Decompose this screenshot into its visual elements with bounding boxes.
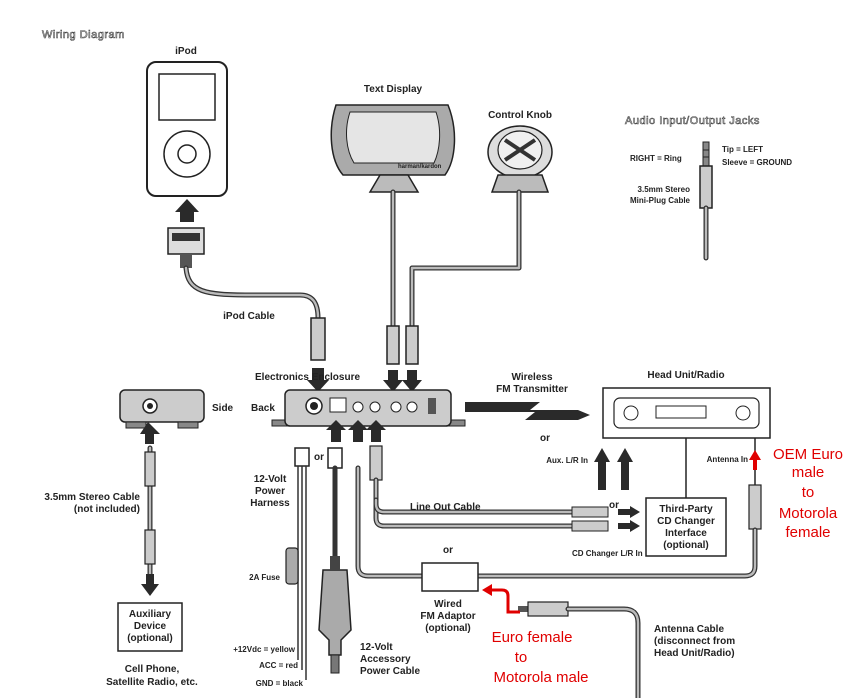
aux-device-label-3: (optional): [127, 633, 173, 644]
brand-logo-text: harman/kardon: [398, 164, 442, 170]
or-label: or: [443, 545, 453, 556]
cd-changer-lr-label: CD Changer L/R In: [572, 549, 643, 558]
stereo-mini-plug: [699, 141, 713, 261]
arrow-up-icon: [175, 199, 199, 212]
line-out-label: Line Out Cable: [410, 502, 481, 513]
jack-plug-label-1: 3.5mm Stereo: [638, 185, 691, 194]
head-unit-label: Head Unit/Radio: [647, 370, 724, 381]
oem-note-5: female: [785, 524, 830, 541]
control-knob: [487, 125, 553, 193]
arrow-up-icon: [326, 420, 346, 430]
cd-changer-interface-box: [645, 497, 727, 557]
antenna-cable-label-1: Antenna Cable: [654, 624, 724, 635]
power-harness-label-2: Power: [255, 486, 285, 497]
red-annotation-arrows: [482, 450, 761, 614]
antenna-in-plug: [748, 484, 762, 530]
arrow-right-icon: [618, 520, 640, 532]
or-label: or: [609, 500, 619, 511]
electronics-enclosure-back: [271, 389, 466, 427]
ipod-cable-plug: [310, 317, 326, 361]
arrow-down-icon: [141, 584, 159, 596]
arrow-left-icon: [482, 584, 492, 596]
ipod-cable-label: iPod Cable: [223, 311, 275, 322]
text-display: [330, 104, 456, 193]
stereo-cable-label-2: (not included): [74, 504, 140, 515]
back-label: Back: [251, 403, 275, 414]
oem-note-3: to: [802, 484, 815, 501]
aux-examples-2: Satellite Radio, etc.: [106, 677, 198, 688]
ipod-label: iPod: [175, 46, 197, 57]
wireless-bolt-icon: [465, 402, 590, 420]
cd-interface-label-3: Interface: [665, 528, 707, 539]
euro-note-1: Euro female: [492, 629, 573, 646]
jack-plug-label-2: Mini-Plug Cable: [630, 196, 691, 205]
arrow-down-icon: [307, 380, 329, 392]
power-cable-label-2: Accessory: [360, 654, 411, 665]
power-cable-label-3: Power Cable: [360, 666, 420, 677]
control-knob-label: Control Knob: [488, 110, 552, 121]
fm-adaptor-label-1: Wired: [434, 599, 462, 610]
side-label: Side: [212, 403, 234, 414]
power-cable-label-1: 12-Volt: [360, 642, 393, 653]
power-harness-label-1: 12-Volt: [254, 474, 287, 485]
cd-interface-label-4: (optional): [663, 540, 709, 551]
wire-yellow-label: +12Vdc = yellow: [233, 645, 296, 654]
antenna-cable-label-2: (disconnect from: [654, 636, 735, 647]
oem-note-4: Motorola: [779, 505, 838, 522]
arrow-right-icon: [618, 506, 640, 518]
fm-adaptor-box: [421, 562, 479, 592]
fm-adaptor-label-3: (optional): [425, 623, 471, 634]
jack-sleeve-label: Sleeve = GROUND: [722, 158, 792, 167]
wire-red-label: ACC = red: [259, 661, 298, 670]
arrow-down-icon: [402, 380, 422, 392]
fuse-holder: [285, 547, 299, 585]
antenna-in-label: Antenna In: [707, 455, 748, 464]
ipod-device: [146, 61, 228, 197]
aux-device-label-1: Auxiliary: [129, 609, 172, 620]
cd-interface-label-1: Third-Party: [659, 504, 713, 515]
auxiliary-device-box: [117, 602, 183, 652]
antenna-cable-label-3: Head Unit/Radio): [654, 648, 735, 659]
page-title: Wiring Diagram: [42, 29, 125, 41]
euro-note-2: to: [515, 649, 528, 666]
fuse-label: 2A Fuse: [249, 573, 280, 582]
arrow-up-icon: [348, 420, 368, 430]
arrow-down-icon: [383, 380, 403, 392]
arrow-up-icon: [366, 420, 386, 430]
aux-examples-1: Cell Phone,: [125, 664, 180, 675]
fm-adaptor-label-2: FM Adaptor: [420, 611, 475, 622]
or-label: or: [540, 433, 550, 444]
knob-cable: [409, 189, 522, 338]
enclosure-side-view: [119, 389, 205, 429]
cd-interface-label-2: CD Changer: [657, 516, 715, 527]
aux-lr-in-label: Aux. L/R In: [546, 456, 588, 465]
jacks-title: Audio Input/Output Jacks: [625, 115, 760, 127]
power-harness-label-3: Harness: [250, 498, 290, 509]
euro-note-3: Motorola male: [493, 669, 588, 686]
electronics-enclosure-label: Electronics Enclosure: [255, 372, 360, 383]
oem-note-1: OEM Euro: [773, 446, 843, 463]
harness-connector: [294, 447, 310, 467]
aux-device-label-2: Device: [134, 621, 167, 632]
arrow-up-icon: [594, 448, 610, 462]
ipod-dock-connector: [167, 227, 205, 268]
cigarette-lighter-plug: [318, 556, 352, 674]
antenna-cable-plug: [518, 601, 569, 617]
fm-transmitter-label-1: Wireless: [511, 372, 552, 383]
text-display-label: Text Display: [364, 84, 423, 95]
jack-tip-label: Tip = LEFT: [722, 145, 763, 154]
wire-black-label: GND = black: [256, 679, 304, 688]
oem-note-2: male: [792, 464, 825, 481]
fm-transmitter-label-2: FM Transmitter: [496, 384, 568, 395]
stereo-cable-label-1: 3.5mm Stereo Cable: [44, 492, 140, 503]
arrow-up-icon: [749, 450, 761, 470]
head-unit-radio: [602, 387, 771, 439]
or-label: or: [314, 452, 324, 463]
jack-ring-label: RIGHT = Ring: [630, 154, 682, 163]
arrow-up-icon: [617, 448, 633, 462]
